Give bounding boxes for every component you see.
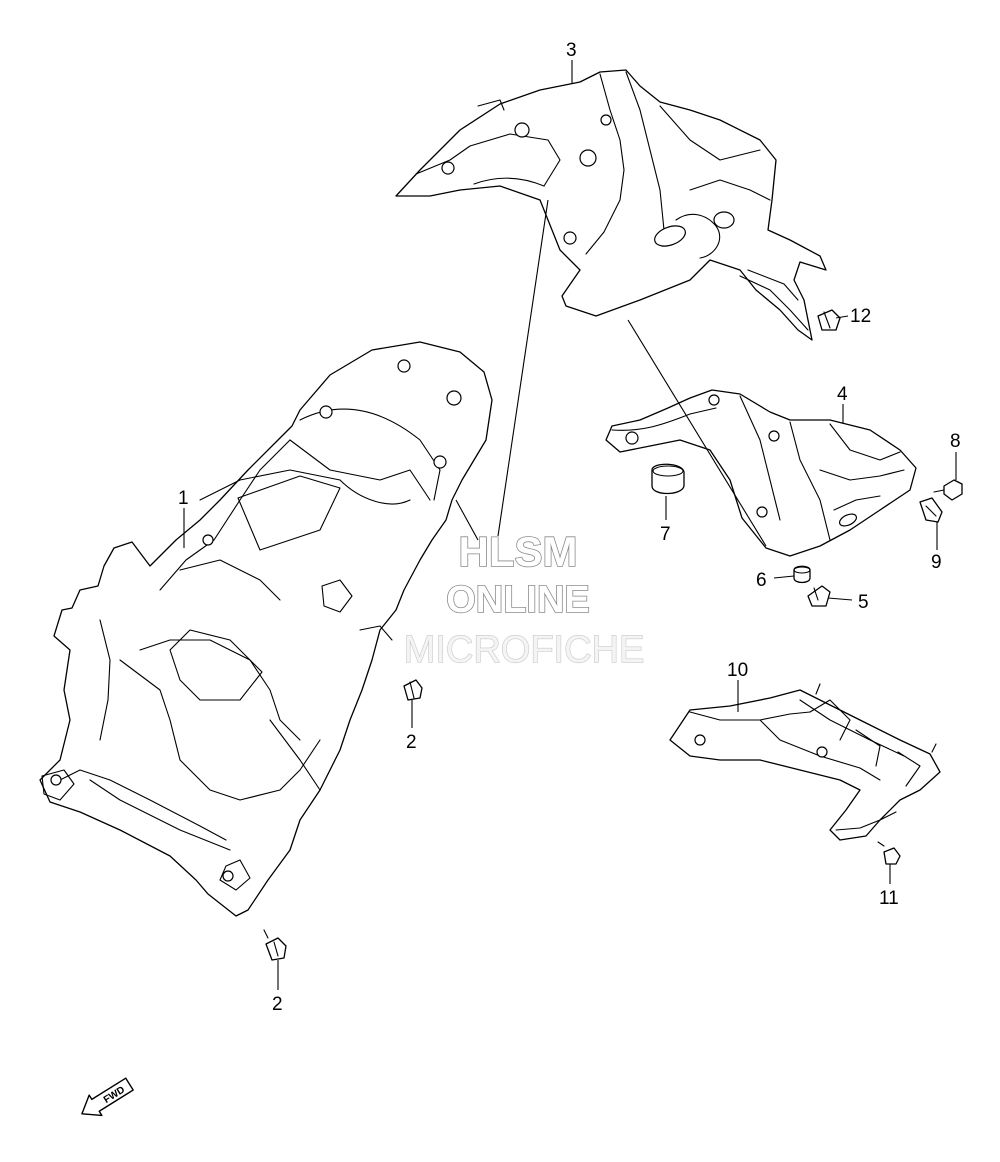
callout-7: 7	[660, 524, 671, 545]
part-8-bolt	[933, 479, 963, 501]
callout-1: 1	[178, 488, 189, 509]
part-2-screw-lower	[263, 929, 287, 961]
watermark-line-1: HLSM	[459, 528, 578, 575]
part-2-screw-upper	[403, 679, 423, 701]
part-10-carrier	[669, 683, 941, 841]
part-1-rear-fender	[39, 341, 493, 917]
part-7-cushion	[651, 463, 685, 495]
callout-2-lower: 2	[272, 994, 283, 1015]
callout-11: 11	[879, 888, 899, 909]
callout-12: 12	[850, 306, 871, 327]
part-12-grommet	[817, 309, 841, 331]
part-6-collar	[793, 565, 811, 584]
callout-2-upper: 2	[406, 732, 417, 753]
callout-6: 6	[756, 570, 767, 591]
leader-lines	[183, 60, 957, 990]
part-4-bracket	[605, 389, 917, 557]
watermark-line-2: ONLINE	[446, 579, 590, 621]
watermark-line-3: MICROFICHE	[404, 629, 645, 671]
callout-8: 8	[950, 431, 961, 452]
callout-10: 10	[727, 660, 748, 681]
watermark: HLSM ONLINE MICROFICHE	[403, 527, 645, 671]
part-9-clip	[919, 497, 943, 523]
part-3-tail-cover	[395, 69, 827, 341]
callout-9: 9	[931, 552, 942, 573]
part-5-bolt	[807, 585, 831, 607]
callout-labels: 1 2 2 3 4 5 6 7 8 9 10 11 12	[178, 40, 961, 1015]
fwd-direction-arrow: FWD	[81, 1077, 134, 1117]
callout-4: 4	[837, 384, 848, 405]
callout-5: 5	[858, 592, 869, 613]
callout-3: 3	[566, 40, 577, 61]
part-11-bolt	[877, 841, 901, 865]
